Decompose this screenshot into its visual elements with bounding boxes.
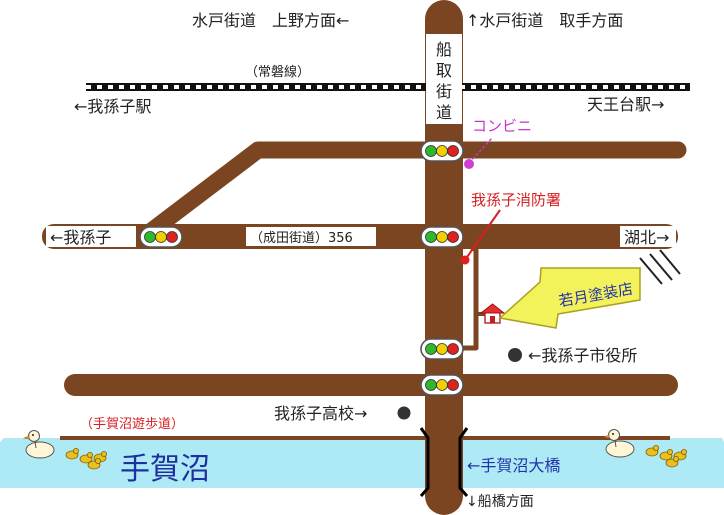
point-marker-icon <box>460 255 470 265</box>
label-city-hall: ←我孫子市役所 <box>528 346 637 365</box>
label-tennodai-station: 天王台駅→ <box>587 95 664 114</box>
traffic-signal-icon <box>420 374 464 396</box>
lake-tega-numa <box>0 438 724 488</box>
label-bg-abiko-west <box>46 226 136 247</box>
label-narita-road: （成田街道）356 <box>250 231 353 246</box>
house-icon <box>479 303 506 324</box>
shop-pointer-arrow <box>498 267 641 329</box>
convenience-store-leader <box>468 137 493 164</box>
label-bg-narita-road <box>246 227 376 246</box>
bridge-marker-left <box>419 427 430 497</box>
label-funabashi: ↓船橋方面 <box>466 494 534 510</box>
traffic-signal-icon <box>420 140 464 162</box>
label-bridge: ←手賀沼大橋 <box>467 456 560 475</box>
label-kohoku: 湖北→ <box>624 228 669 247</box>
bridge-marker-right <box>458 427 469 497</box>
label-funatori-kaido: 船 取 街 道 <box>426 34 462 124</box>
traffic-signal-icon <box>420 226 464 248</box>
motion-lines <box>639 249 681 285</box>
fire-station-leader <box>464 209 501 261</box>
svg-text:街: 街 <box>436 82 452 101</box>
road-promenade <box>60 436 670 440</box>
label-promenade: （手賀沼遊歩道） <box>80 417 184 432</box>
label-top-left: 水戸街道 上野方面← <box>192 11 349 30</box>
label-abiko-west: ←我孫子 <box>50 228 111 247</box>
point-marker-icon <box>508 348 522 362</box>
svg-text:船: 船 <box>436 40 452 59</box>
label-convenience-store: コンビニ <box>472 117 532 135</box>
svg-text:取: 取 <box>436 61 452 80</box>
label-top-right: ↑水戸街道 取手方面 <box>466 11 623 30</box>
road-upper <box>141 141 687 241</box>
label-abiko-station: ←我孫子駅 <box>74 97 151 116</box>
label-bg-kohoku <box>620 226 676 247</box>
traffic-signal-icon <box>139 226 183 248</box>
svg-text:道: 道 <box>436 103 452 122</box>
label-railway: （常磐線） <box>245 64 310 80</box>
label-lake: 手賀沼 <box>120 452 210 487</box>
road-lower <box>64 374 678 396</box>
point-marker-icon <box>464 159 474 169</box>
label-fire-station: 我孫子消防署 <box>471 191 561 209</box>
traffic-signal-icon <box>420 338 464 360</box>
label-high-school: 我孫子高校→ <box>274 404 367 423</box>
point-marker-icon <box>397 406 411 420</box>
